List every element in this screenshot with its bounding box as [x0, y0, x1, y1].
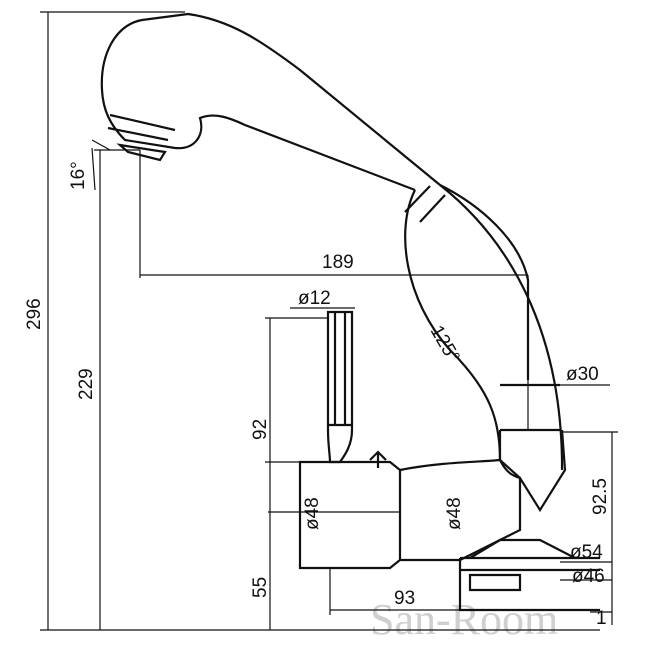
dim-body-diameter-left: ø48 — [302, 497, 323, 530]
dim-swivel-angle: 125° — [426, 322, 464, 367]
dim-lever-diameter: ø12 — [298, 288, 331, 309]
watermark-logo: San-Room — [370, 595, 558, 644]
mixer-body-right — [399, 458, 522, 562]
nozzle — [107, 113, 176, 162]
lever — [326, 310, 354, 464]
spout-inner-outline — [404, 189, 502, 461]
lever-details — [328, 312, 352, 427]
dim-body-diameter-right: ø48 — [444, 497, 465, 530]
dim-base-thickness: 1 — [596, 608, 607, 629]
faucet-outline — [100, 12, 600, 612]
dim-spout-diameter: ø30 — [566, 364, 599, 385]
spout-outer-outline — [439, 184, 564, 470]
spray-head-top-outline — [141, 12, 441, 186]
dim-base-diameter-inner: ø46 — [572, 566, 605, 587]
base-flange — [458, 538, 600, 612]
dim-spout-drop: 92.5 — [590, 478, 611, 515]
base-nut — [468, 573, 522, 592]
dim-spout-height: 229 — [76, 368, 97, 400]
dim-lever-height: 92 — [250, 419, 271, 440]
dim-reach: 189 — [322, 252, 354, 273]
spout-ring — [500, 383, 560, 432]
spray-head-outline — [100, 18, 416, 192]
dim-base-diameter-outer: ø54 — [570, 542, 603, 563]
dimension-lines — [40, 11, 618, 631]
dim-body-height: 55 — [250, 577, 271, 598]
dim-spray-angle: 16° — [68, 161, 89, 190]
dim-total-height: 296 — [24, 298, 45, 330]
pivot-mark — [369, 450, 387, 468]
hose-band — [404, 185, 446, 223]
dim-base-offset: 93 — [394, 588, 415, 609]
